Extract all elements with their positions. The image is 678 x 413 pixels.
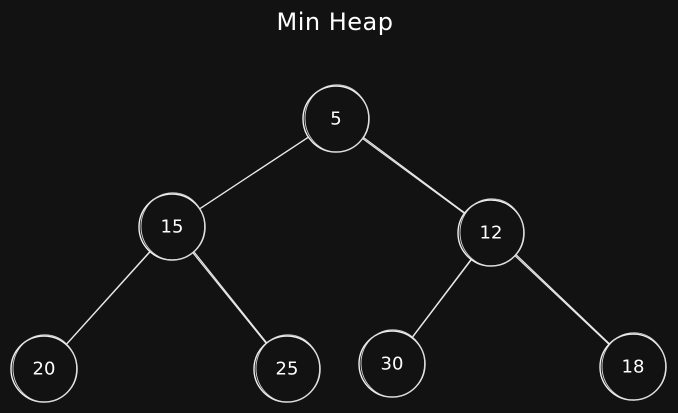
diagram-title: Min Heap — [276, 8, 394, 36]
node-circle-sketch — [304, 84, 370, 153]
edge-n2-n6 — [514, 255, 610, 345]
node-value: 25 — [276, 359, 299, 380]
node-circle-sketch — [255, 334, 321, 403]
heap-node-15: 15 — [138, 192, 206, 261]
node-circle-sketch — [360, 329, 426, 398]
edge-n0-n2 — [361, 137, 466, 215]
heap-node-25: 25 — [253, 334, 321, 403]
node-value: 18 — [622, 357, 645, 378]
edge-n1-n4 — [192, 252, 267, 344]
edges-layer — [65, 135, 611, 346]
heap-node-20: 20 — [10, 334, 78, 403]
edge-n1-n4-stroke2 — [193, 251, 268, 344]
node-circle-sketch — [459, 198, 525, 267]
nodes-layer: 5 15 12 20 25 30 18 — [10, 84, 667, 403]
heap-node-12: 12 — [457, 198, 525, 267]
edge-n2-n5-stroke2 — [411, 257, 473, 338]
edge-n2-n6-stroke2 — [515, 254, 611, 345]
edge-n0-n1-stroke2 — [199, 135, 311, 210]
node-value: 15 — [161, 217, 184, 238]
node-value: 12 — [480, 223, 503, 244]
heap-node-30: 30 — [358, 329, 426, 398]
node-value: 30 — [381, 354, 404, 375]
heap-node-18: 18 — [599, 332, 667, 401]
edge-n0-n2-stroke2 — [363, 137, 466, 214]
node-circle-sketch — [140, 192, 206, 261]
node-value: 20 — [33, 359, 56, 380]
node-value: 5 — [330, 109, 341, 130]
heap-node-5: 5 — [302, 84, 370, 153]
node-circle-sketch — [601, 332, 667, 401]
node-circle-sketch — [12, 334, 78, 403]
edge-n1-n3-stroke2 — [66, 250, 152, 345]
